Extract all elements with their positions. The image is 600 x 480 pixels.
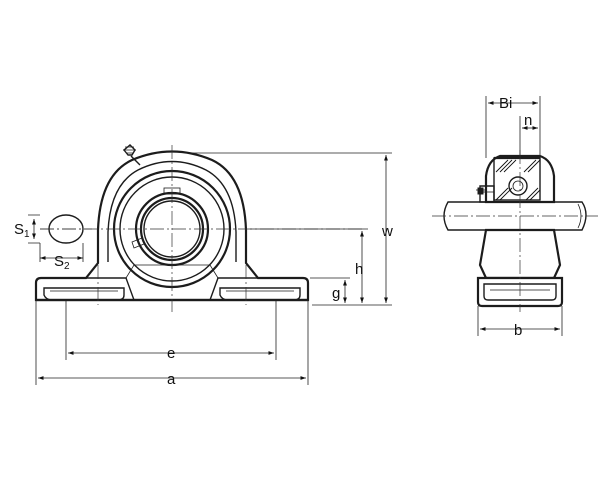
label-s2: S2 [54,253,70,272]
side-shaft [443,201,587,231]
front-dimensions [35,152,392,385]
label-b: b [514,322,522,339]
label-n: n [524,112,532,129]
label-w: w [381,223,393,240]
label-e: e [167,345,175,362]
side-bearing-hatch [495,159,541,201]
bolt-hole-detail [28,214,92,262]
front-view [34,144,362,312]
front-base [34,150,310,302]
grease-nipple [123,144,141,166]
side-dimensions [477,96,563,336]
side-view [432,150,598,312]
side-ball [508,176,528,196]
label-a: a [167,371,176,388]
label-g: g [332,285,340,302]
front-housing-relief [107,160,237,262]
label-h: h [355,261,363,278]
side-set-screw [476,187,486,195]
label-s1: S1 [14,221,30,240]
label-bi: Bi [499,95,512,112]
